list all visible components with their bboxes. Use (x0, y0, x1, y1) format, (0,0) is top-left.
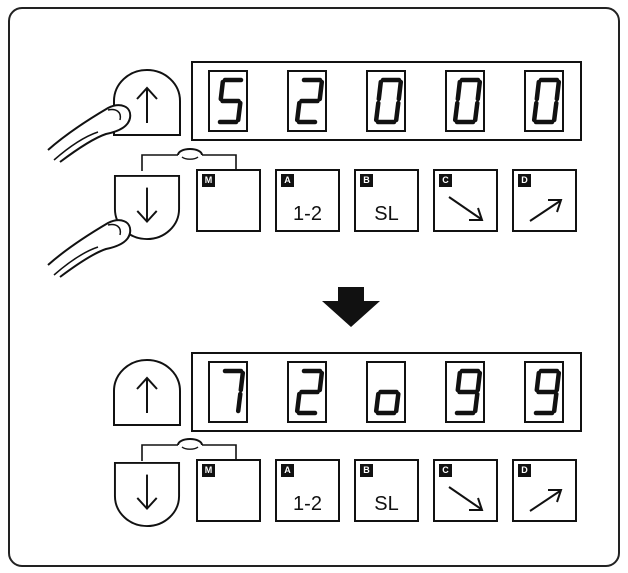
down-arrow-button[interactable] (111, 461, 183, 529)
digit-segment (235, 391, 243, 414)
up-arrow-button[interactable] (111, 359, 183, 427)
seven-segment-digit (533, 368, 562, 416)
digit-segment (317, 370, 325, 393)
digit-segment (294, 100, 302, 123)
arrow-up-right-icon (529, 199, 563, 222)
digit-segment (452, 100, 460, 123)
key-label: 1-2 (293, 493, 322, 515)
seven-segment-digit (217, 77, 244, 125)
seven-segment-digit (452, 77, 483, 125)
arrow-up-right-icon (529, 489, 563, 512)
pressing-finger-icon (47, 219, 132, 278)
diagram-frame: 52000 M A 1-2 B SL C D (8, 7, 620, 567)
key-tag: C (439, 174, 452, 187)
pressing-finger-icon (47, 104, 132, 163)
key-b[interactable]: B SL (354, 459, 419, 522)
seven-segment-digit (294, 368, 325, 416)
seven-segment-digit (222, 368, 246, 414)
digit-segment (534, 79, 542, 102)
digit-segment (393, 391, 401, 414)
digit-segment (396, 79, 404, 102)
digit-4 (445, 361, 485, 423)
digit-1 (208, 70, 248, 132)
key-m[interactable]: M (196, 459, 261, 522)
key-d[interactable]: D (512, 169, 577, 232)
digit-3 (366, 70, 406, 132)
digit-segment (531, 100, 539, 123)
digit-segment (235, 100, 243, 123)
digit-segment (551, 391, 559, 414)
digit-segment (376, 79, 384, 102)
digit-segment (534, 370, 542, 393)
seven-segment-digit (531, 77, 562, 125)
digit-segment (373, 100, 381, 123)
digit-segment (455, 370, 463, 393)
key-m[interactable]: M (196, 169, 261, 232)
digit-1 (208, 361, 248, 423)
down-arrow-icon (136, 187, 158, 224)
display-panel-after: 72o99 (191, 352, 582, 432)
digit-segment (218, 79, 226, 102)
digit-segment (472, 391, 480, 414)
key-tag: A (281, 464, 294, 477)
mode-combo-bracket (141, 148, 237, 171)
key-label: 1-2 (293, 203, 322, 225)
key-tag: M (202, 464, 215, 477)
key-label: SL (374, 203, 399, 225)
key-tag: D (518, 464, 531, 477)
key-tag: D (518, 174, 531, 187)
key-a[interactable]: A 1-2 (275, 169, 340, 232)
up-arrow-icon (136, 376, 158, 413)
transition-arrow-icon (322, 287, 380, 327)
digit-segment (373, 391, 381, 414)
down-arrow-icon (136, 474, 158, 511)
key-d[interactable]: D (512, 459, 577, 522)
digit-segment (393, 100, 401, 123)
key-label: SL (374, 493, 399, 515)
up-arrow-icon (136, 86, 158, 123)
key-tag: C (439, 464, 452, 477)
digit-segment (472, 100, 480, 123)
key-a[interactable]: A 1-2 (275, 459, 340, 522)
key-tag: M (202, 174, 215, 187)
key-tag: A (281, 174, 294, 187)
digit-5 (524, 361, 564, 423)
digit-segment (294, 391, 302, 414)
key-tag: B (360, 464, 373, 477)
key-c[interactable]: C (433, 459, 498, 522)
digit-4 (445, 70, 485, 132)
digit-segment (475, 370, 483, 393)
digit-2 (287, 70, 327, 132)
key-b[interactable]: B SL (354, 169, 419, 232)
digit-segment (455, 79, 463, 102)
digit-2 (287, 361, 327, 423)
seven-segment-digit (294, 77, 325, 125)
seven-segment-digit (373, 77, 404, 125)
arrow-down-right-icon (448, 486, 484, 511)
key-tag: B (360, 174, 373, 187)
digit-segment (317, 79, 325, 102)
display-panel-before: 52000 (191, 61, 582, 141)
mode-combo-bracket (141, 438, 237, 461)
key-c[interactable]: C (433, 169, 498, 232)
arrow-down-right-icon (448, 196, 484, 221)
digit-segment (551, 100, 559, 123)
digit-3 (366, 361, 406, 423)
digit-segment (238, 370, 246, 393)
digit-segment (554, 370, 562, 393)
digit-5 (524, 70, 564, 132)
seven-segment-digit (454, 368, 483, 416)
digit-segment (475, 79, 483, 102)
digit-segment (554, 79, 562, 102)
seven-segment-digit (373, 389, 401, 416)
